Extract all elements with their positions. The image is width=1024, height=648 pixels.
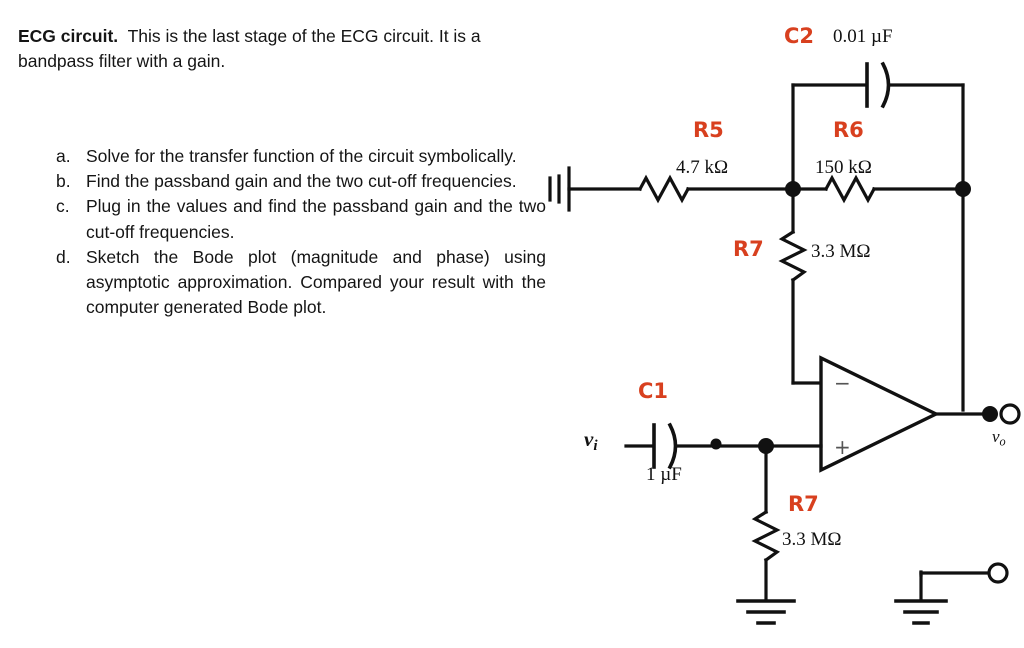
list-item: b. Find the passband gain and the two cu… (56, 169, 546, 194)
list-item: a. Solve for the transfer function of th… (56, 144, 546, 169)
task-marker-b: b. (56, 171, 71, 192)
r5-resistor-zigzag (637, 174, 691, 204)
junction-node-b (955, 181, 971, 197)
problem-statement: ECG circuit. This is the last stage of t… (18, 24, 546, 74)
r6-ref-label: R6 (833, 118, 864, 142)
ground-reference-terminal-circle (987, 562, 1009, 584)
intro-text: This is the last stage of the ECG circui… (18, 26, 481, 71)
input-symbol: v (584, 427, 594, 451)
circuit-diagram: − + C2 0.01 µF R5 4.7 kΩ R6 150 kΩ R7 3.… (528, 0, 1024, 648)
output-terminal-circle (999, 403, 1021, 425)
opamp-minus-label: − (834, 371, 851, 395)
task-marker-d: d. (56, 246, 71, 267)
r6-value-label: 150 kΩ (815, 157, 872, 178)
task-text-b: Find the passband gain and the two cut-o… (86, 171, 517, 192)
task-marker-a: a. (56, 146, 71, 166)
task-text-c: Plug in the values and find the passband… (86, 196, 546, 242)
list-item: c. Plug in the values and find the passb… (56, 194, 546, 244)
task-marker-c: c. (56, 196, 70, 217)
r5-value-label: 4.7 kΩ (676, 157, 729, 178)
r7-feedback-zigzag (778, 229, 808, 283)
list-item: d. Sketch the Bode plot (magnitude and p… (56, 245, 546, 321)
circuit-schematic-svg: − + (548, 61, 1021, 625)
r7-feedback-ref-label: R7 (733, 237, 764, 261)
task-text-a: Solve for the transfer function of the c… (86, 146, 517, 166)
intro-paragraph: ECG circuit. This is the last stage of t… (18, 24, 546, 74)
c2-value-label: 0.01 µF (833, 26, 893, 47)
opamp-plus-label: + (834, 435, 851, 459)
input-terminal-label: vi (584, 429, 598, 454)
junction-node-d (758, 438, 774, 454)
c1-value-label: 1 µF (646, 464, 682, 485)
r7-bias-zigzag (751, 509, 781, 563)
c2-ref-label: C2 (784, 24, 815, 48)
task-list: a. Solve for the transfer function of th… (56, 144, 546, 320)
junction-node-a (785, 181, 801, 197)
output-symbol: v (992, 427, 1000, 446)
r7-feedback-value-label: 3.3 MΩ (811, 241, 871, 262)
junction-node-output (982, 406, 998, 422)
input-subscript: i (593, 438, 598, 455)
c2-plate-right-curved (880, 61, 891, 109)
r6-resistor-zigzag (823, 174, 877, 204)
problem-title: ECG circuit. (18, 26, 119, 46)
opamp-triangle (819, 355, 940, 473)
junction-dot-c1-right (710, 438, 722, 450)
task-text-d: Sketch the Bode plot (magnitude and phas… (86, 246, 546, 318)
output-subscript: o (999, 434, 1006, 449)
c1-ref-label: C1 (638, 379, 669, 403)
r7-bias-value-label: 3.3 MΩ (782, 529, 842, 550)
r7-bias-ref-label: R7 (788, 492, 819, 516)
output-terminal-label: vo (992, 428, 1006, 448)
r5-ref-label: R5 (693, 118, 724, 142)
